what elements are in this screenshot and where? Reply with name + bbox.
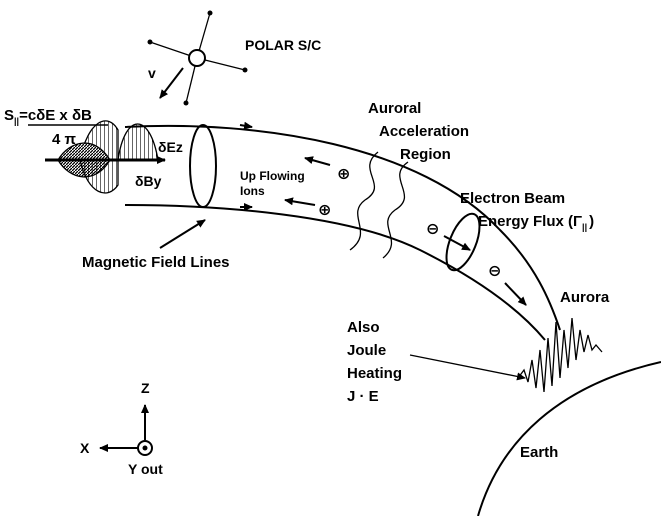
electron-symbol: ⊖	[426, 221, 439, 238]
spacecraft-label: POLAR S/C	[245, 37, 321, 53]
electron-symbol: ⊖	[488, 263, 501, 280]
beam-flux-text: Energy Flux (Γ	[478, 213, 582, 230]
electron-arrow	[443, 235, 471, 251]
field-line-bottom	[124, 204, 546, 341]
auroral-label-line-3: Region	[400, 146, 451, 163]
dEz-wave-lobe	[117, 123, 159, 161]
ion-symbol: ⊕	[318, 202, 331, 219]
auroral-label-line-1: Auroral	[368, 100, 421, 117]
acceleration-region-boundary-2	[382, 161, 409, 259]
earth-surface	[477, 361, 661, 516]
field-line-top	[124, 124, 561, 331]
poynting-flux-formula: S||=cδE x δB	[4, 107, 92, 126]
z-axis-label: Z	[141, 380, 150, 396]
polar-spacecraft	[147, 10, 248, 106]
auroral-label-line-2: Acceleration	[379, 123, 469, 140]
beam-flux-subscript: ||	[582, 222, 587, 232]
x-axis-label: X	[80, 440, 90, 456]
joule-label-line-3: Heating	[347, 365, 402, 382]
beam-cross-section	[445, 212, 481, 272]
aurora-label: Aurora	[560, 289, 610, 306]
up-flowing-label-line-2: Ions	[240, 184, 265, 198]
antenna-tip	[207, 10, 213, 16]
flux-tube-cross-section	[189, 124, 217, 208]
beam-flux-close: )	[589, 213, 594, 230]
joule-label-line-2: Joule	[347, 342, 386, 359]
poynting-s: S	[4, 107, 14, 124]
y-axis-dot	[142, 445, 148, 451]
field-lines-pointer	[159, 219, 206, 249]
coordinate-axes	[99, 404, 153, 456]
acceleration-region-boundary-1	[349, 151, 379, 251]
field-line-arrow-top	[239, 121, 253, 130]
antenna-tip	[147, 39, 153, 45]
ion-symbol: ⊕	[337, 166, 350, 183]
electron-arrow	[504, 282, 527, 306]
wave-packet	[45, 120, 166, 194]
aurora-emission	[517, 317, 603, 393]
poynting-denominator: 4 π	[52, 131, 77, 148]
joule-heating-pointer	[409, 354, 526, 381]
spacecraft-body	[188, 49, 206, 67]
up-flowing-label-line-1: Up Flowing	[240, 169, 305, 183]
dEz-label: δEz	[158, 139, 183, 155]
ion-arrow	[304, 156, 331, 166]
dEz-wave-bottom	[79, 159, 119, 194]
y-axis-label: Y out	[128, 461, 163, 477]
poynting-expression: =cδE x δB	[19, 107, 92, 124]
joule-label-line-1: Also	[347, 319, 380, 336]
dBy-label: δBy	[135, 173, 162, 189]
antenna-tip	[183, 100, 189, 106]
poynting-subscript: ||	[14, 116, 19, 126]
field-lines-label: Magnetic Field Lines	[82, 254, 230, 271]
velocity-label: v	[148, 65, 156, 81]
antenna-tip	[242, 67, 248, 73]
earth-label: Earth	[520, 444, 558, 461]
beam-label-line-2: Energy Flux (Γ||)	[478, 213, 594, 232]
ion-arrow	[284, 197, 316, 206]
beam-label-line-1: Electron Beam	[460, 190, 565, 207]
joule-label-line-4: J · E	[347, 388, 379, 405]
velocity-arrow	[159, 67, 184, 99]
